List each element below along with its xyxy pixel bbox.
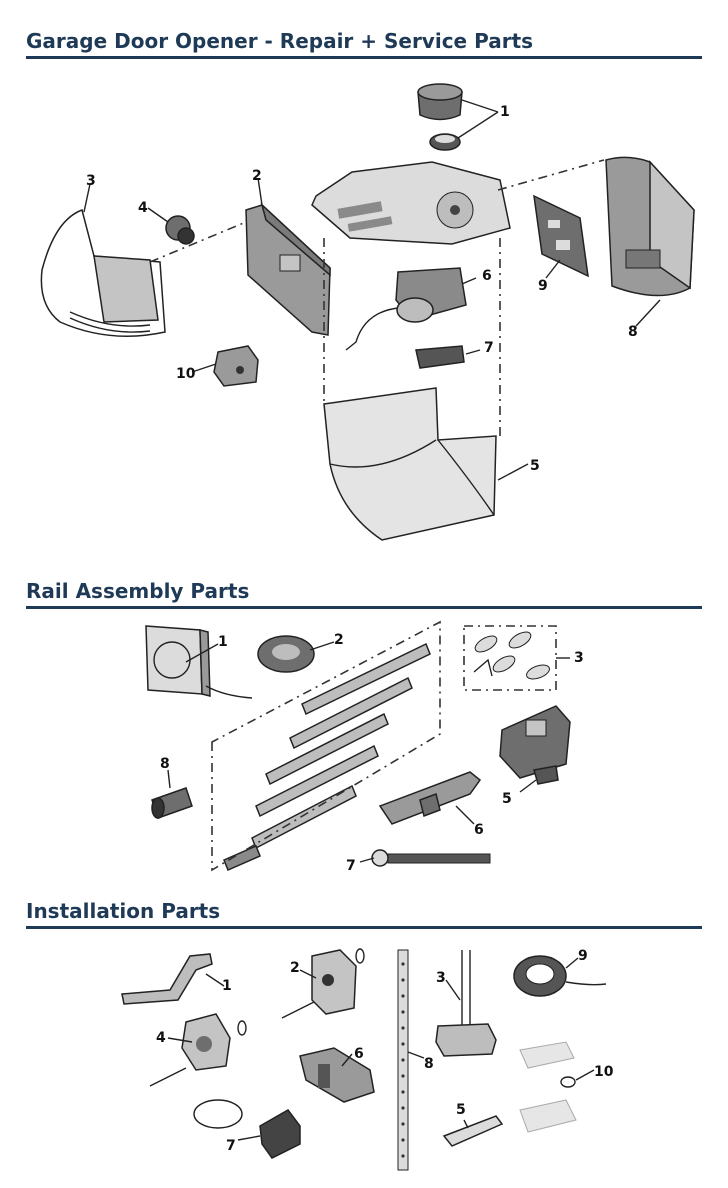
callout-9: 9 xyxy=(538,278,548,294)
chassis-plate[interactable] xyxy=(311,161,511,245)
part-2-side-panel[interactable] xyxy=(245,202,331,336)
install-parts-diagram: 1 2 3 4 5 6 7 8 9 10 xyxy=(121,948,614,1171)
install-callout-5: 5 xyxy=(456,1102,466,1118)
section-divider xyxy=(26,606,702,609)
rail-part-6-carriage[interactable] xyxy=(378,771,482,825)
callout-2: 2 xyxy=(252,168,262,184)
install-part-2-header-bracket[interactable] xyxy=(281,948,365,1019)
callout-5: 5 xyxy=(530,458,540,474)
alignment-line xyxy=(149,221,247,263)
section-title-rail: Rail Assembly Parts xyxy=(26,579,250,603)
section-title-install: Installation Parts xyxy=(26,899,221,923)
rail-callout-8: 8 xyxy=(160,756,170,772)
rail-callout-5: 5 xyxy=(502,791,512,807)
rail-part-8-idler-pulley[interactable] xyxy=(151,787,193,819)
install-callout-10: 10 xyxy=(594,1064,614,1080)
install-callout-7: 7 xyxy=(226,1138,236,1154)
install-part-6-mounting-bracket[interactable] xyxy=(299,1047,375,1103)
part-9-logic-board[interactable] xyxy=(533,194,589,278)
install-part-9-bell-wire[interactable] xyxy=(513,955,607,997)
install-callout-6: 6 xyxy=(354,1046,364,1062)
install-part-3-wall-control[interactable] xyxy=(435,950,497,1057)
rail-callout-7: 7 xyxy=(346,858,356,874)
rail-part-3-hardware-kit[interactable] xyxy=(463,625,557,691)
section-title-opener: Garage Door Opener - Repair + Service Pa… xyxy=(26,29,534,53)
install-part-4-door-bracket[interactable] xyxy=(149,1013,247,1087)
rail-callout-2: 2 xyxy=(334,632,344,648)
rail-callout-3: 3 xyxy=(574,650,584,666)
install-callout-9: 9 xyxy=(578,948,588,964)
rail-boundary xyxy=(211,620,441,872)
install-callout-2: 2 xyxy=(290,960,300,976)
callout-1: 1 xyxy=(500,104,510,120)
part-10-capacitor[interactable] xyxy=(213,345,259,387)
section-divider xyxy=(26,56,702,59)
install-callout-1: 1 xyxy=(222,978,232,994)
callout-3: 3 xyxy=(86,173,96,189)
callout-7: 7 xyxy=(484,340,494,356)
section-divider xyxy=(26,926,702,929)
opener-exploded-diagram: 1 2 3 4 5 6 7 8 9 10 xyxy=(40,83,695,541)
rail-part-5-trolley[interactable] xyxy=(499,705,571,785)
install-part-8-strap[interactable] xyxy=(397,949,409,1171)
part-4-light-socket-clip[interactable] xyxy=(165,215,195,245)
install-callout-3: 3 xyxy=(436,970,446,986)
part-7-travel-module[interactable] xyxy=(415,345,465,369)
callout-4: 4 xyxy=(138,200,148,216)
install-part-7-safety-sensor[interactable] xyxy=(193,1099,301,1159)
install-part-10-labels[interactable] xyxy=(519,1041,577,1133)
rail-callout-6: 6 xyxy=(474,822,484,838)
part-5-chassis-cover[interactable] xyxy=(323,387,497,541)
part-8-cover[interactable] xyxy=(605,156,695,297)
rail-sections[interactable] xyxy=(223,642,431,871)
callout-6: 6 xyxy=(482,268,492,284)
rail-callout-1: 1 xyxy=(218,634,228,650)
callout-8: 8 xyxy=(628,324,638,340)
part-6-motor[interactable] xyxy=(345,267,467,351)
part-1-light-socket[interactable] xyxy=(417,83,463,151)
rail-part-1-header-plate[interactable] xyxy=(145,625,253,699)
rail-part-7-chain[interactable] xyxy=(371,849,491,867)
install-callout-4: 4 xyxy=(156,1030,166,1046)
alignment-line xyxy=(497,159,605,191)
part-3-end-cover[interactable] xyxy=(40,209,166,337)
callout-10: 10 xyxy=(176,366,196,382)
install-callout-8: 8 xyxy=(424,1056,434,1072)
install-part-1-door-arm[interactable] xyxy=(121,953,213,1005)
rail-exploded-diagram: 1 2 3 5 6 7 8 xyxy=(145,620,584,874)
install-part-5-sensor-bracket[interactable] xyxy=(442,1115,504,1147)
rail-part-2-sprocket[interactable] xyxy=(257,635,315,673)
